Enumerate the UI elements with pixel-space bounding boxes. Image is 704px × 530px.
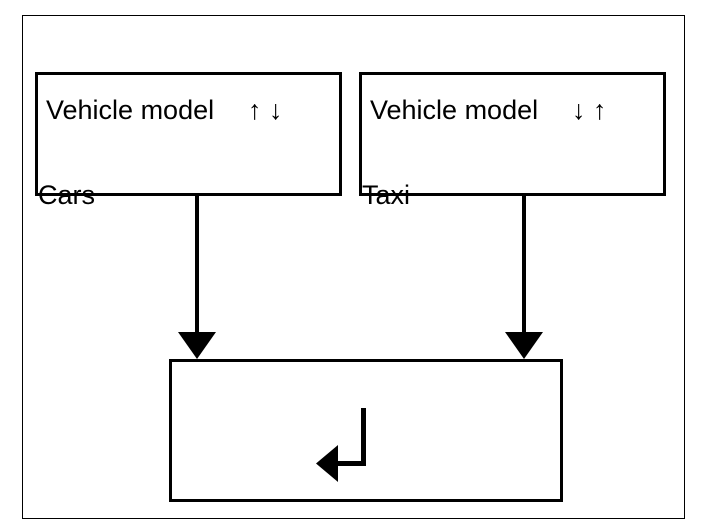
outer-frame [22, 15, 685, 519]
carriage-return-symbol [316, 408, 366, 482]
connector-arrowhead-cars [178, 332, 216, 359]
connector-cars-to-return [178, 196, 216, 359]
carriage-return-bar [337, 461, 364, 466]
connector-taxi-to-return [505, 196, 543, 359]
edge-label-cars: Cars [38, 180, 95, 210]
carriage-return-stem [361, 408, 366, 466]
node-title-taxi: Vehicle model [370, 95, 538, 125]
node-box-taxi[interactable] [359, 72, 666, 196]
node-vehicle-model-taxi[interactable]: Vehicle model ↓ ↑ [359, 72, 666, 196]
connector-arrowhead-taxi [505, 332, 543, 359]
node-title-cars: Vehicle model [46, 95, 214, 125]
node-return[interactable] [169, 359, 563, 502]
node-vehicle-model-cars[interactable]: Vehicle model ↑ ↓ [35, 72, 342, 196]
node-arrows-cars: ↑ ↓ [248, 95, 283, 125]
carriage-return-arrowhead [316, 445, 338, 482]
node-arrows-taxi: ↓ ↑ [572, 95, 607, 125]
node-box-cars[interactable] [35, 72, 342, 196]
edge-label-taxi: Taxi [362, 180, 410, 210]
